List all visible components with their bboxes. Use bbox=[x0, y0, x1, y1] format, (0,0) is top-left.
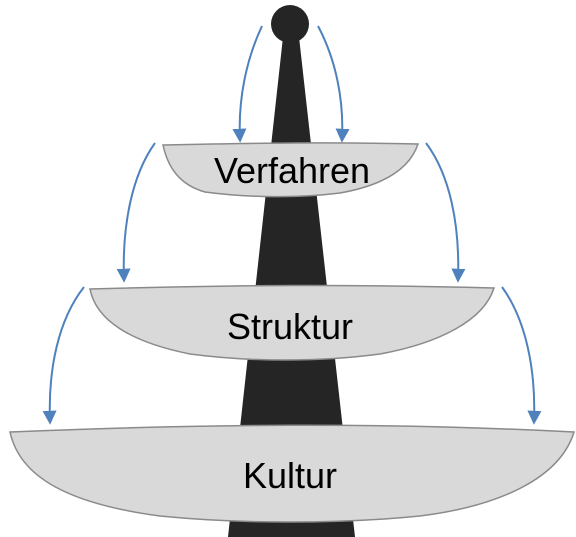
top-ball-icon bbox=[271, 5, 309, 43]
bowl-kultur bbox=[9, 424, 575, 523]
curved-arrow-icon bbox=[501, 286, 542, 425]
curved-arrow-icon bbox=[42, 286, 85, 425]
central-pillar bbox=[228, 28, 355, 537]
bowl-verfahren bbox=[162, 142, 420, 198]
curved-arrow-icon bbox=[116, 142, 156, 283]
label-kultur: Kultur bbox=[243, 455, 337, 496]
curved-arrow-icon bbox=[317, 25, 350, 143]
label-struktur: Struktur bbox=[227, 306, 353, 347]
curved-arrow-icon bbox=[425, 142, 466, 283]
label-verfahren: Verfahren bbox=[214, 150, 370, 191]
bowl-struktur bbox=[89, 284, 496, 361]
curved-arrow-icon bbox=[232, 25, 263, 143]
